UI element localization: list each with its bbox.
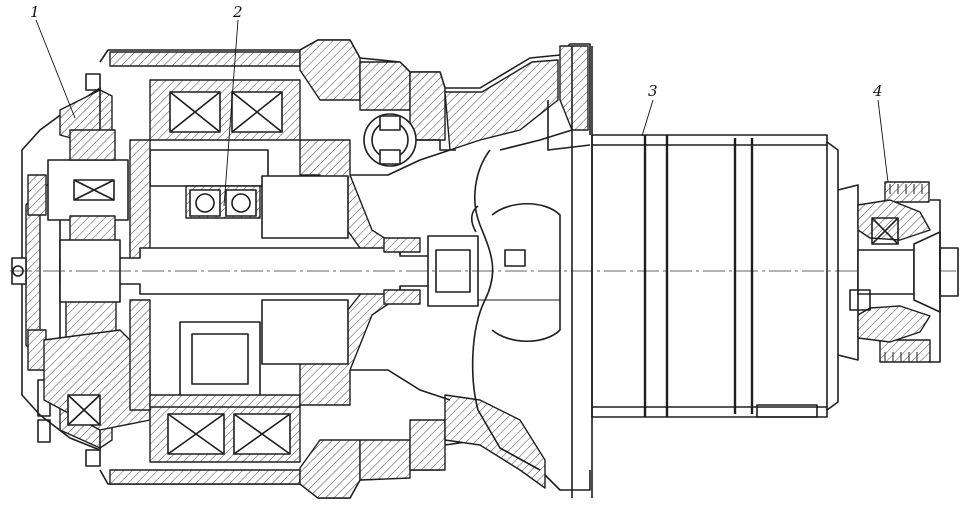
main-shaft xyxy=(10,235,960,307)
callout-4: 4 xyxy=(872,82,889,183)
upper-bearing-pair xyxy=(129,79,301,261)
callout-2-leader xyxy=(223,19,239,207)
right-end-unit xyxy=(837,181,959,363)
callout-2: 2 xyxy=(223,3,243,207)
oil-pump xyxy=(363,113,456,167)
lower-bearing-pair xyxy=(129,299,301,463)
callout-4-leader xyxy=(877,99,889,183)
callout-3-leader xyxy=(641,99,654,137)
callout-4-label: 4 xyxy=(872,82,883,100)
main-housing xyxy=(99,39,591,499)
main-drum xyxy=(591,134,839,418)
callout-1: 1 xyxy=(30,3,76,119)
callout-2-label: 2 xyxy=(232,3,243,21)
callout-1-leader xyxy=(35,19,76,119)
callout-1-label: 1 xyxy=(30,3,40,21)
callout-3-label: 3 xyxy=(648,82,658,100)
callout-3: 3 xyxy=(641,82,658,137)
